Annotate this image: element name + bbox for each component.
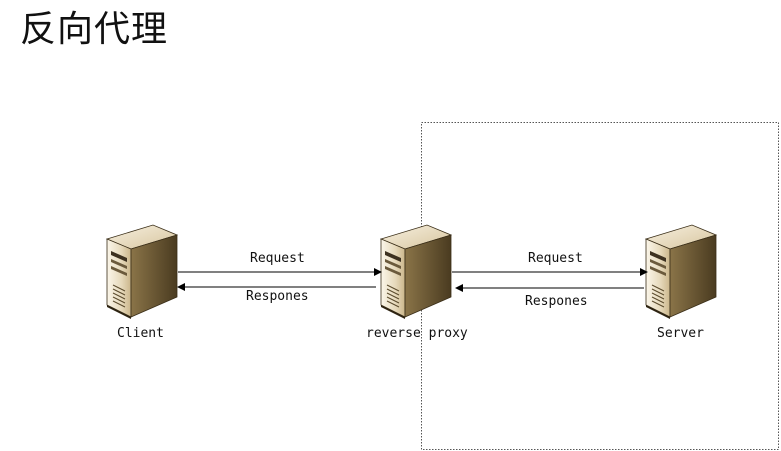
proxy-to-server-request-label: Request [528,251,583,266]
server-label: Server [657,326,704,341]
proxy-to-client-response-label: Respones [246,289,309,304]
client-server-icon [106,224,178,320]
server-to-proxy-response-label: Respones [525,294,588,309]
client-to-proxy-request-label: Request [250,251,305,266]
proxy-server-icon [380,224,452,320]
page-title: 反向代理 [20,9,169,50]
proxy-boundary-box [421,122,779,450]
reverse-proxy-label: reverse proxy [366,326,468,341]
client-label: Client [117,326,164,341]
server-server-icon [645,224,717,320]
